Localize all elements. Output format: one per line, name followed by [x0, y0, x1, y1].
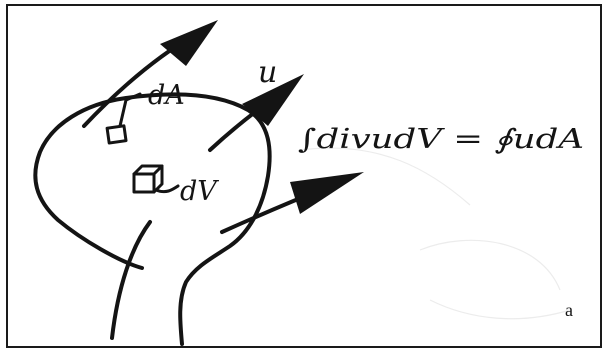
region-boundary [33, 92, 272, 346]
velocity-label: u [258, 55, 277, 90]
area-normal-arrowhead [160, 20, 218, 66]
figure-frame [6, 4, 602, 348]
volume-element-cube [132, 164, 180, 194]
volume-element-label: dV [180, 176, 219, 207]
surface-element-leader [118, 92, 142, 128]
area-element-label: dA [148, 80, 185, 111]
region-lower-stroke [110, 220, 152, 340]
surface-element-square [105, 124, 128, 145]
outward-flux-arrowhead [290, 172, 364, 214]
show-through-marks [299, 147, 571, 320]
divergence-theorem-equation: ∫divudV = ∮udA [298, 124, 584, 155]
velocity-arrowhead [242, 74, 304, 126]
panel-label: a [565, 300, 573, 320]
